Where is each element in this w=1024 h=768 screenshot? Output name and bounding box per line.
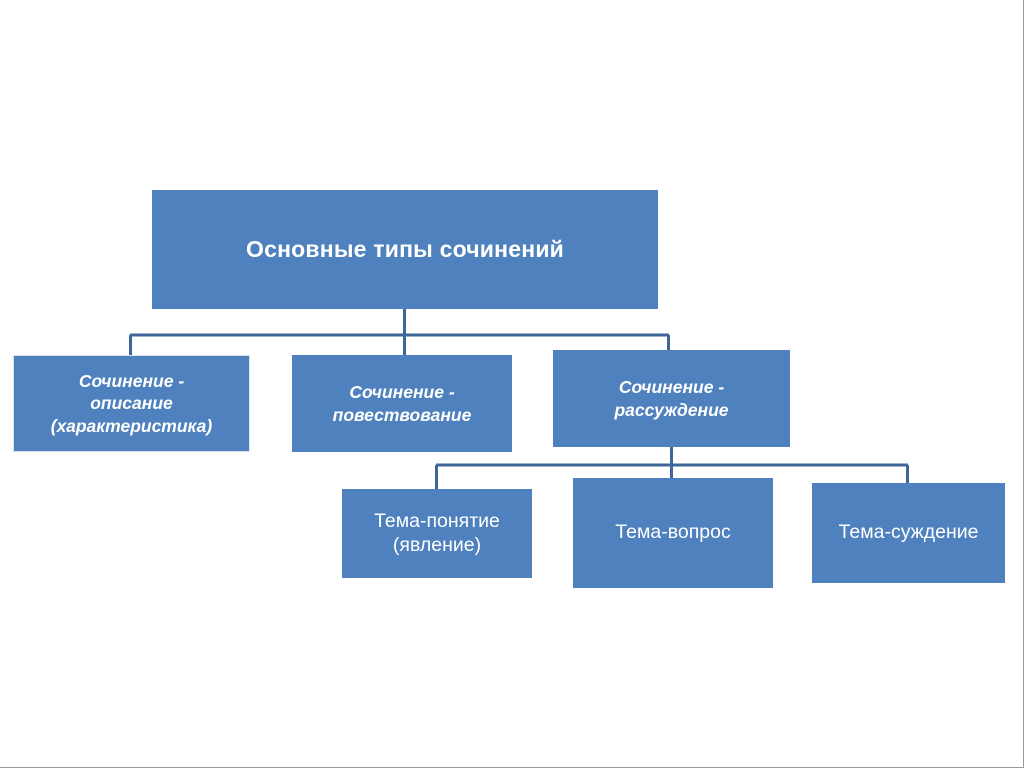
node-sochinenie-rassuzhdenie[interactable]: Сочинение - рассуждение xyxy=(553,350,790,447)
node-tema-suzhdenie[interactable]: Тема-суждение xyxy=(812,483,1005,583)
node-tema-ponyatie-label: Тема-понятие (явление) xyxy=(374,509,500,556)
node-tema-vopros[interactable]: Тема-вопрос xyxy=(573,478,773,588)
node-root[interactable]: Основные типы сочинений xyxy=(152,190,658,309)
node-sochinenie-opisanie-label: Сочинение - описание (характеристика) xyxy=(50,371,213,436)
node-sochinenie-rassuzhdenie-label: Сочинение - рассуждение xyxy=(614,377,729,420)
node-tema-ponyatie[interactable]: Тема-понятие (явление) xyxy=(342,489,532,578)
node-sochinenie-opisanie[interactable]: Сочинение - описание (характеристика) xyxy=(13,355,250,452)
node-root-label: Основные типы сочинений xyxy=(245,236,565,263)
node-sochinenie-povestvovanie-label: Сочинение - повествование xyxy=(332,382,472,425)
node-tema-suzhdenie-label: Тема-суждение xyxy=(838,521,979,544)
node-sochinenie-povestvovanie[interactable]: Сочинение - повествование xyxy=(292,355,512,452)
node-tema-vopros-label: Тема-вопрос xyxy=(615,521,731,544)
